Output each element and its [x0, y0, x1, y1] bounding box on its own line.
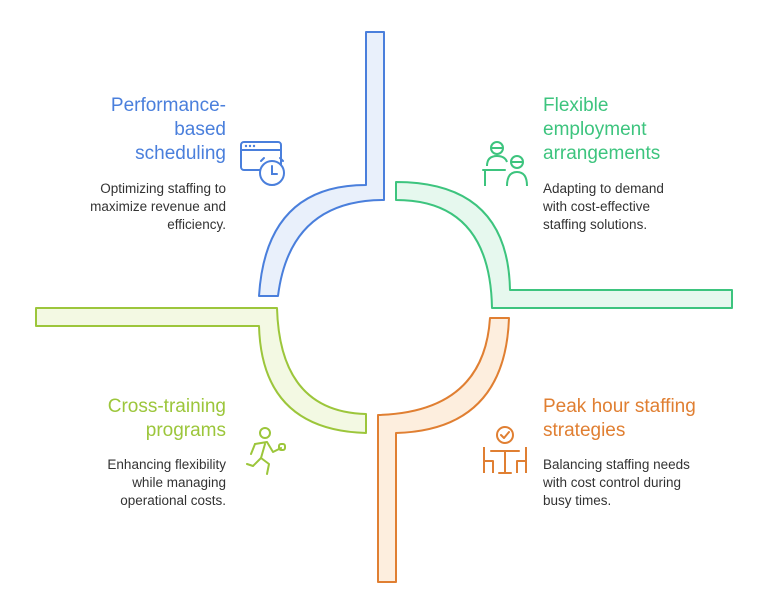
desc-performance-based-scheduling: Optimizing staffing to maximize revenue …	[90, 181, 226, 232]
running-person-icon	[246, 427, 286, 475]
arc-peak-hour-staffing	[377, 317, 510, 583]
arc-flexible-employment	[395, 181, 733, 309]
title-peak-hour-staffing: Peak hour staffing strategies	[543, 396, 696, 441]
people-desk-icon	[482, 141, 528, 187]
calendar-clock-icon	[240, 141, 285, 186]
title-flexible-employment: Flexible employment arrangements	[543, 95, 661, 164]
title-cross-training: Cross-training programs	[107, 396, 226, 441]
desc-cross-training: Enhancing flexibility while managing ope…	[107, 457, 226, 508]
table-chairs-icon	[483, 426, 527, 474]
desc-flexible-employment: Adapting to demand with cost-effective s…	[543, 181, 664, 232]
desc-peak-hour-staffing: Balancing staffing needs with cost contr…	[543, 457, 690, 508]
arc-cross-training	[35, 307, 367, 434]
arc-performance-based-scheduling	[258, 31, 385, 297]
title-performance-based-scheduling: Performance- based scheduling	[110, 95, 226, 164]
